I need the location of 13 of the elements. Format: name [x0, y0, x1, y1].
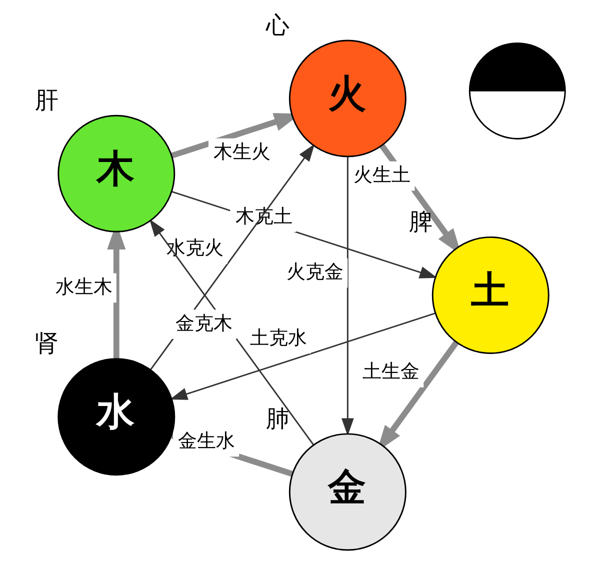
edge-label: 水生木	[55, 274, 112, 298]
node-label: 肺	[266, 404, 290, 432]
node-label: 肝	[34, 86, 59, 114]
edge-label: 火生土	[354, 162, 411, 186]
edge-label: 火克金	[286, 260, 344, 283]
node-label: 心	[266, 10, 290, 39]
edge-label: 木生火	[214, 140, 271, 164]
edge-label: 土克水	[250, 326, 307, 349]
edge-label: 土生金	[362, 360, 420, 383]
edge-label: 金生水	[178, 428, 236, 452]
node-label: 肾	[34, 329, 59, 358]
node-label: 脾	[409, 208, 434, 236]
edge-label: 金克木	[176, 311, 233, 334]
